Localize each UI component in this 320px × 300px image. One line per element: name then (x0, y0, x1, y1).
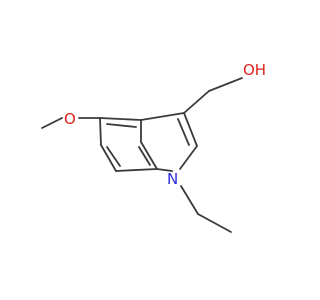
bond-c3-ch2 (183, 90, 210, 114)
bond-n1-ch2 (180, 185, 199, 215)
bond-c3-c2-inner (177, 118, 190, 146)
structure-drawing: OH O N (41, 61, 266, 233)
bond-c3-c2 (183, 112, 198, 147)
bond-ch2-oh (208, 77, 243, 92)
bond-c6-c7 (100, 144, 117, 172)
bond-c4-c5-inner (106, 123, 137, 128)
hydroxyl-label: OH (243, 61, 266, 79)
bond-c2-n1 (179, 145, 198, 170)
ring-nitrogen-label: N (167, 170, 178, 188)
methoxy-oxygen-label: O (64, 110, 76, 128)
bond-c3a-c3 (140, 112, 185, 121)
bond-c4-c5 (99, 117, 142, 121)
molecule-canvas: OH O N (41, 61, 266, 233)
bond-c7a-c3a-inner (138, 146, 151, 166)
bond-c7-c7a (115, 168, 158, 172)
bond-n1-c7a (156, 168, 173, 172)
bond-c6-c7-inner (106, 146, 121, 167)
bond-o-ch3 (41, 117, 63, 129)
bond-ch2-ch3 (197, 213, 232, 233)
bond-c7a-c3a (140, 141, 158, 170)
bond-c5-c6 (99, 117, 102, 146)
